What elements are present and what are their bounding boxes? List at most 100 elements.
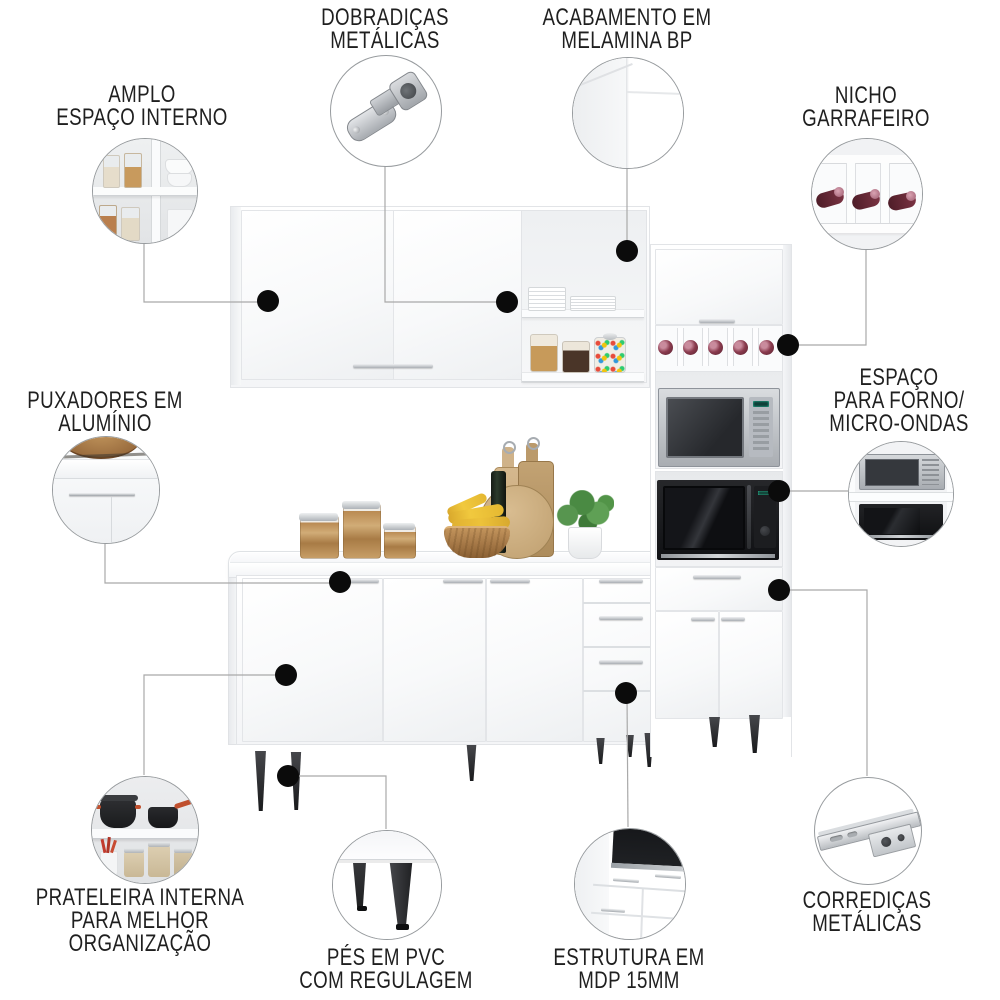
base-door-3 <box>486 578 583 742</box>
shelf-board <box>522 372 644 382</box>
wood-canister <box>342 501 381 559</box>
plates-stack <box>528 287 566 311</box>
leg-foot-cap <box>396 924 409 930</box>
black-pot <box>95 795 141 828</box>
wall-open-shelf <box>521 210 647 383</box>
cabinet-leg <box>290 752 302 810</box>
wine-bottle-tip <box>708 340 723 355</box>
microwave-window <box>663 486 745 550</box>
wine-bottle-tip <box>759 340 774 355</box>
callout-circle-acabamento-melamina <box>572 57 684 169</box>
canister-set <box>298 501 418 559</box>
microwave-buttons <box>753 411 769 453</box>
base-door-2 <box>383 578 486 742</box>
white-bowl <box>167 173 192 187</box>
callout-label-espaco-forno-microondas: ESPAÇO PARA FORNO/ MICRO-ONDAS <box>829 364 969 437</box>
white-canister <box>167 209 193 241</box>
niche-shelf <box>849 492 953 502</box>
drawer-handle <box>599 579 643 583</box>
drawer-seam <box>583 646 657 648</box>
cream-canister <box>148 842 170 877</box>
microwave-display <box>753 401 769 407</box>
wine-bottle-foil <box>906 191 916 201</box>
callout-label-pes-pvc: PÉS EM PVC COM REGULAGEM <box>299 944 473 994</box>
pot-handle <box>135 805 141 809</box>
canister-lid <box>342 501 380 509</box>
hinge-screw <box>351 125 362 135</box>
melamine-left-plane <box>573 58 627 168</box>
pvc-adjustable-foot-icon <box>333 831 441 939</box>
plant-foliage <box>556 490 614 532</box>
mdp-structure-icon <box>575 829 685 939</box>
glass-jar <box>99 205 117 241</box>
canister-lid <box>299 513 338 521</box>
plant-pot <box>568 527 602 559</box>
niche-divider <box>846 163 856 223</box>
callout-circle-espaco-forno-microondas <box>848 441 954 547</box>
counter-edge-band <box>53 459 159 479</box>
microwave-control-panel <box>754 486 776 548</box>
callout-label-estrutura-mdp: ESTRUTURA EM MDP 15MM <box>553 944 705 994</box>
callout-circle-nicho-garrafeiro <box>811 138 923 250</box>
callout-label-amplo-espaco-interno: AMPLO ESPAÇO INTERNO <box>56 81 228 131</box>
tall-cabinet-right-edge <box>783 245 791 717</box>
bottle-neck <box>495 455 501 473</box>
tall-door-handle <box>691 617 715 621</box>
drawer-seam <box>583 602 657 604</box>
tall-cabinet <box>650 244 792 757</box>
glass-jar <box>103 155 120 188</box>
microwave-buttons <box>922 459 939 485</box>
interior-shelf <box>93 187 197 196</box>
metal-drawer-slide-icon <box>815 778 921 884</box>
callout-circle-pes-pvc <box>332 830 442 940</box>
pan-handle <box>173 797 197 810</box>
pvc-leg-small <box>353 863 366 907</box>
cabinet-leg <box>709 717 720 747</box>
callout-circle-puxadores-aluminio <box>52 436 160 544</box>
metal-hinge-icon <box>338 69 434 154</box>
internal-shelf-pots-icon <box>92 777 198 883</box>
pot-lid <box>98 795 138 801</box>
canister-lid <box>148 842 170 847</box>
niche-divider <box>880 163 890 223</box>
microwave-knob <box>760 526 770 536</box>
drawer-handle <box>654 874 682 879</box>
wine-bottle-foil <box>834 187 844 197</box>
tall-top-door <box>655 249 783 325</box>
wine-bottle-tip <box>733 340 748 355</box>
drawer-seam <box>583 690 657 692</box>
wall-cabinet <box>230 206 650 388</box>
callout-circle-estrutura-mdp <box>574 828 686 940</box>
snack-jar <box>530 334 558 372</box>
wine-bottle-niche-icon <box>812 139 922 249</box>
cabinet-leg <box>466 745 477 781</box>
wooden-bowl <box>444 526 510 558</box>
wall-cabinet-side-edge <box>231 207 241 385</box>
drawer-handle <box>612 878 640 883</box>
fruit-bowl-group <box>444 491 514 558</box>
white-melamine-corner-icon <box>573 58 683 168</box>
wine-bottle-tip <box>658 340 673 355</box>
microwave-base-trim <box>863 535 939 538</box>
microwave-corner-dark <box>611 829 685 868</box>
cabinet-leg <box>626 735 634 757</box>
countertop-surface <box>230 553 658 563</box>
jar-lid <box>603 333 617 340</box>
cream-canister <box>124 848 144 877</box>
cabinet-interior-with-jars-icon <box>93 139 197 243</box>
snack-jar <box>562 341 590 373</box>
tall-door-left <box>655 611 719 719</box>
callout-label-puxadores-aluminio: PUXADORES EM ALUMÍNIO <box>27 387 183 437</box>
door-handle <box>339 579 379 583</box>
microwave-window <box>865 459 919 486</box>
hinge-cup <box>397 79 420 103</box>
wood-canister <box>299 513 339 559</box>
callout-circle-prateleira-interna <box>91 776 199 884</box>
microwave-silver-small <box>859 454 945 490</box>
microwave-silver <box>658 388 780 467</box>
tall-door-handle <box>721 617 745 621</box>
microwave-display <box>758 491 772 495</box>
callout-label-prateleira-interna: PRATELEIRA INTERNA PARA MELHOR ORGANIZAÇ… <box>35 884 245 957</box>
callout-circle-dobradicas-metalicas <box>330 55 442 167</box>
